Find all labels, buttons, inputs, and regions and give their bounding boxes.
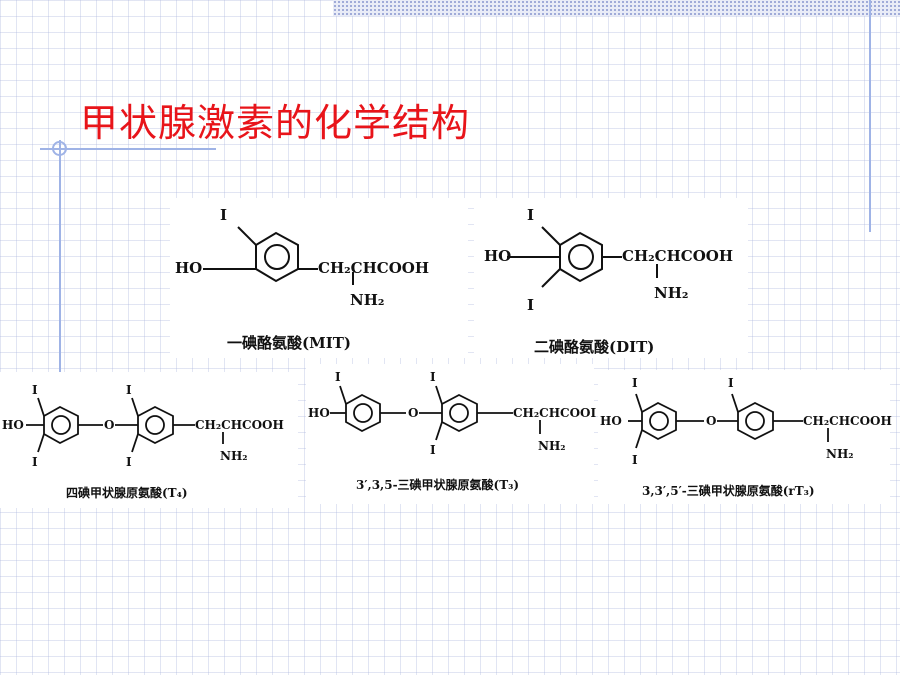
t3-structure-panel: I I I HO O CH₂CHCOOI NH₂ 3′,3,5-三碘甲状腺原氨酸…: [306, 364, 596, 504]
rt3-ether-oxygen-label: O: [706, 414, 716, 428]
t4-iodine-3-label: I: [126, 383, 132, 397]
t3-caption: 3′,3,5-三碘甲状腺原氨酸(T₃): [356, 478, 520, 492]
dit-structure-panel: I I HO CH₂CHCOOH NH₂ 二碘酪氨酸(DIT): [474, 198, 748, 358]
t4-hydroxyl-label: HO: [2, 418, 24, 432]
t4-iodine-4-label: I: [126, 455, 132, 469]
t3-structure-diagram: I I I HO O CH₂CHCOOI NH₂: [308, 370, 596, 457]
t3-iodine-1-label: I: [335, 370, 341, 384]
t4-ether-oxygen-label: O: [104, 418, 114, 432]
dit-caption: 二碘酪氨酸(DIT): [534, 338, 655, 356]
rt3-side-chain-label: CH₂CHCOOH: [803, 414, 892, 428]
target-circle-icon: [52, 141, 67, 156]
rt3-hydroxyl-label: HO: [600, 414, 622, 428]
mit-caption: 一碘酪氨酸(MIT): [227, 334, 351, 352]
decorative-vertical-line-left: [59, 140, 61, 375]
corner-dot-pattern: [333, 0, 900, 16]
rt3-caption: 3,3′,5′-三碘甲状腺原氨酸(rT₃): [642, 484, 815, 498]
t4-caption: 四碘甲状腺原氨酸(T₄): [66, 486, 188, 500]
dit-structure-diagram: I I HO CH₂CHCOOH NH₂: [484, 206, 733, 314]
t4-side-chain-label: CH₂CHCOOH: [195, 418, 284, 432]
t3-iodine-3-label: I: [430, 443, 436, 457]
t4-amine-label: NH₂: [220, 449, 248, 463]
dit-hydroxyl-label: HO: [484, 247, 511, 265]
rt3-structure-diagram: I I I HO O CH₂CHCOOH NH₂: [600, 376, 892, 467]
dit-amine-label: NH₂: [654, 284, 688, 302]
decorative-title-underline: [40, 148, 216, 150]
rt3-iodine-2-label: I: [632, 453, 638, 467]
mit-hydroxyl-label: HO: [175, 259, 202, 277]
rt3-iodine-3-label: I: [728, 376, 734, 390]
mit-iodine-label: I: [220, 206, 227, 224]
t4-structure-diagram: I I I I HO O CH₂CHCOOH NH₂: [2, 383, 284, 469]
t3-iodine-2-label: I: [430, 370, 436, 384]
t3-amine-label: NH₂: [538, 439, 566, 453]
dit-iodine-top-label: I: [527, 206, 534, 224]
mit-structure-panel: I HO CH₂CHCOOH NH₂ 一碘酪氨酸(MIT): [170, 198, 468, 358]
t4-iodine-1-label: I: [32, 383, 38, 397]
mit-structure-diagram: I HO CH₂CHCOOH NH₂: [175, 206, 429, 309]
slide-title: 甲状腺激素的化学结构: [80, 101, 471, 145]
dit-iodine-bottom-label: I: [527, 296, 534, 314]
decorative-vertical-line: [869, 0, 871, 232]
t3-hydroxyl-label: HO: [308, 406, 330, 420]
t3-side-chain-label: CH₂CHCOOI: [513, 406, 596, 420]
dit-side-chain-label: CH₂CHCOOH: [622, 247, 733, 265]
rt3-iodine-1-label: I: [632, 376, 638, 390]
mit-amine-label: NH₂: [350, 291, 384, 309]
rt3-structure-panel: I I I HO O CH₂CHCOOH NH₂ 3,3′,5′-三碘甲状腺原氨…: [598, 370, 892, 504]
t4-iodine-2-label: I: [32, 455, 38, 469]
rt3-amine-label: NH₂: [826, 447, 854, 461]
t4-structure-panel: I I I I HO O CH₂CHCOOH NH₂ 四碘甲状腺原氨酸(T₄): [0, 372, 298, 508]
mit-side-chain-label: CH₂CHCOOH: [318, 259, 429, 277]
t3-ether-oxygen-label: O: [408, 406, 418, 420]
